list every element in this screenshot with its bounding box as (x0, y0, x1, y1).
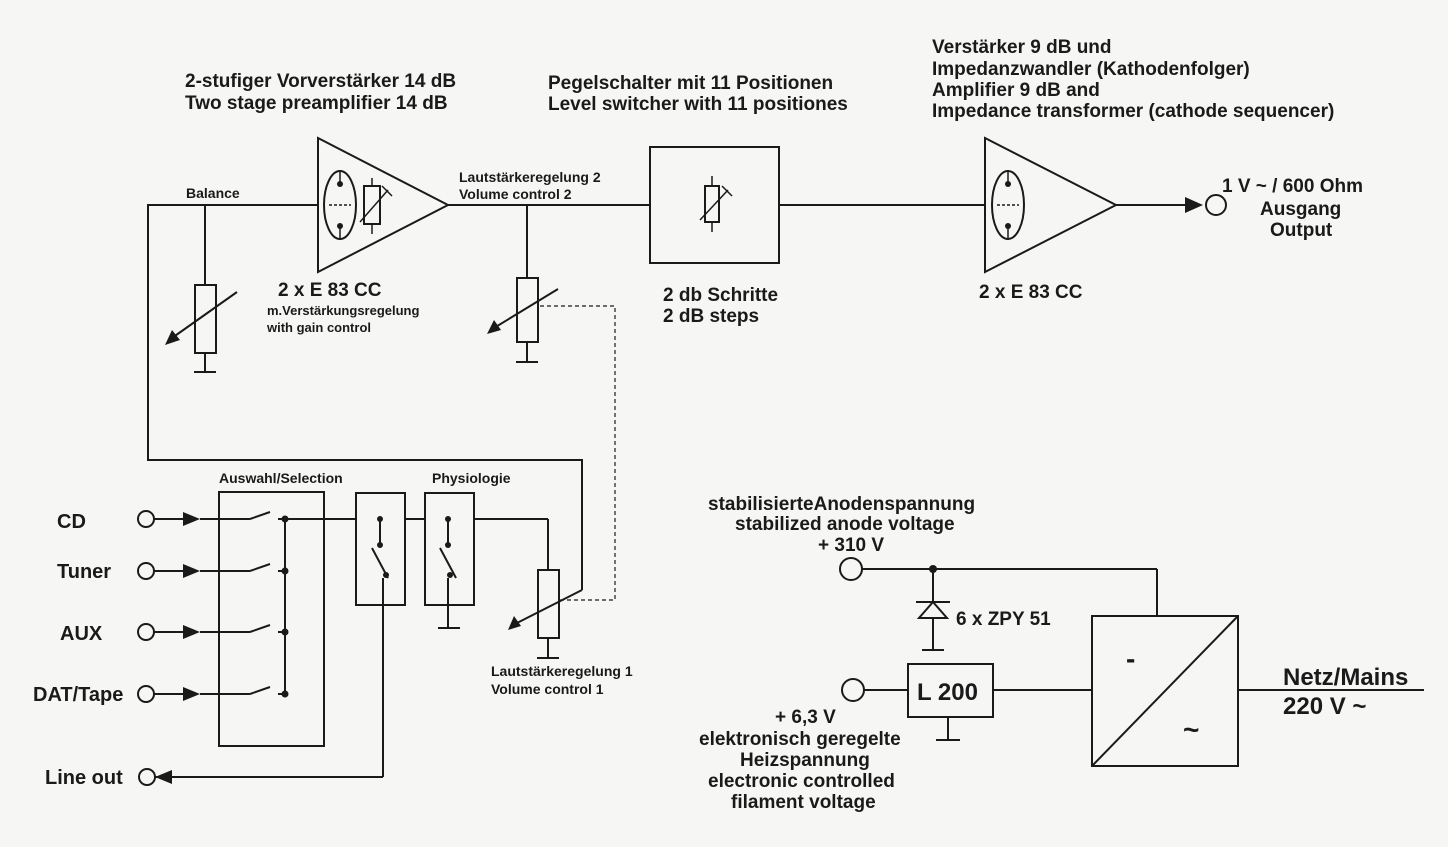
output-amp-triangle (984, 136, 1119, 274)
selection-label: Auswahl/Selection (219, 470, 343, 486)
level-switch-title-en: Level switcher with 11 positiones (548, 94, 848, 115)
output-amp-tube-label: 2 x E 83 CC (979, 282, 1083, 303)
input-dat-tape (137, 685, 289, 703)
input-tuner (137, 562, 289, 580)
level-switch-steps-de: 2 db Schritte (663, 285, 778, 306)
preamp-title-de: 2-stufiger Vorverstärker 14 dB (185, 71, 456, 92)
anode-label-de: stabilisierteAnodenspannung (708, 494, 975, 515)
volume1-label-de: Lautstärkeregelung 1 (491, 663, 633, 679)
line-out-terminal (138, 768, 383, 786)
zener-label: 6 x ZPY 51 (956, 609, 1051, 630)
mains-label: Netz/Mains (1283, 664, 1408, 691)
preamp-gain-de: m.Verstärkungsregelung (267, 303, 419, 318)
input-label-dat-tape: DAT/Tape (33, 684, 123, 706)
psu-minus: - (1126, 643, 1135, 674)
output-amp-line3: Amplifier 9 dB and (932, 80, 1100, 101)
preamp-triangle (317, 136, 451, 274)
signal-wires-top (147, 204, 1200, 601)
output-spec: 1 V ~ / 600 Ohm (1222, 176, 1363, 197)
output-label-de: Ausgang (1260, 199, 1341, 220)
anode-rail (839, 557, 1158, 651)
level-switch-box (649, 146, 780, 264)
volume-control-1-pot (508, 519, 583, 659)
filament-line3: electronic controlled (708, 771, 895, 792)
output-amp-line2: Impedanzwandler (Kathodenfolger) (932, 59, 1250, 80)
filament-regulator (841, 663, 1092, 741)
line-out-label: Line out (45, 767, 123, 789)
mains-voltage: 220 V ~ (1283, 693, 1366, 720)
selection-box (218, 491, 325, 747)
filament-voltage: + 6,3 V (775, 707, 836, 728)
output-amp-line1: Verstärker 9 dB und (932, 37, 1112, 58)
output-label-en: Output (1270, 220, 1333, 241)
input-label-aux: AUX (60, 623, 103, 645)
level-switch-title-de: Pegelschalter mit 11 Positionen (548, 73, 833, 94)
filament-line2: Heizspannung (740, 750, 870, 771)
filament-line4: filament voltage (731, 792, 876, 813)
volume1-label-en: Volume control 1 (491, 681, 604, 697)
anode-voltage: + 310 V (818, 535, 884, 556)
switch-box-1 (355, 492, 406, 777)
level-switch-steps-en: 2 dB steps (663, 306, 759, 327)
input-label-cd: CD (57, 511, 86, 533)
preamp-title-en: Two stage preamplifier 14 dB (185, 93, 448, 114)
regulator-label: L 200 (917, 679, 978, 706)
output-terminal (1185, 194, 1227, 216)
anode-label-en: stabilized anode voltage (735, 514, 955, 535)
balance-label: Balance (186, 185, 240, 201)
filament-line1: elektronisch geregelte (699, 729, 901, 750)
input-label-tuner: Tuner (57, 561, 111, 583)
volume2-label-en: Volume control 2 (459, 186, 572, 202)
output-amp-line4: Impedance transformer (cathode sequencer… (932, 101, 1334, 122)
preamp-gain-en: with gain control (266, 320, 371, 335)
volume2-label-de: Lautstärkeregelung 2 (459, 169, 601, 185)
preamp-tube-label: 2 x E 83 CC (278, 280, 382, 301)
input-cd (137, 510, 548, 528)
volume-control-2-pot (487, 277, 559, 363)
balance-pot (165, 284, 238, 373)
psu-converter-box (1091, 615, 1285, 767)
switch-box-2 (424, 492, 475, 629)
physiologie-label: Physiologie (432, 470, 511, 486)
psu-tilde: ~ (1183, 714, 1199, 745)
input-aux (137, 623, 289, 641)
